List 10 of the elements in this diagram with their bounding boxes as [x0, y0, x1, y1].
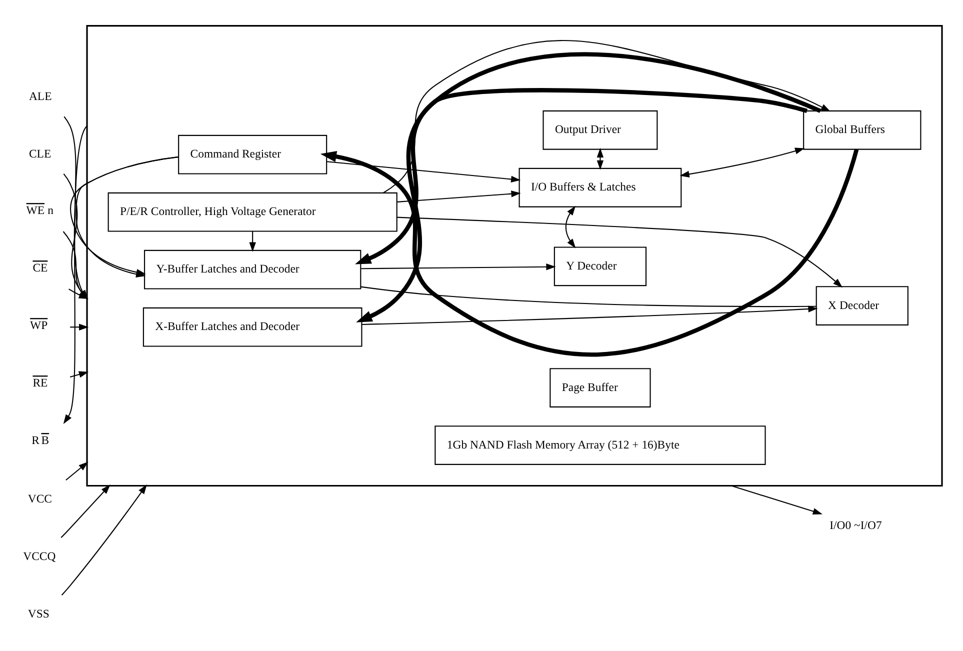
node-text: RE — [32, 376, 48, 390]
node-text: WP — [30, 319, 48, 332]
node-text: RB — [32, 434, 50, 448]
node-text: VCCQ — [23, 550, 56, 564]
node-text: ALE — [28, 90, 52, 104]
node-text: CE — [32, 262, 48, 275]
node-text: VSS — [28, 608, 50, 621]
node-text: CLE — [28, 148, 52, 161]
node-text: VCC — [28, 492, 52, 506]
node-text: I/O0 ~I/O7 — [830, 519, 882, 532]
